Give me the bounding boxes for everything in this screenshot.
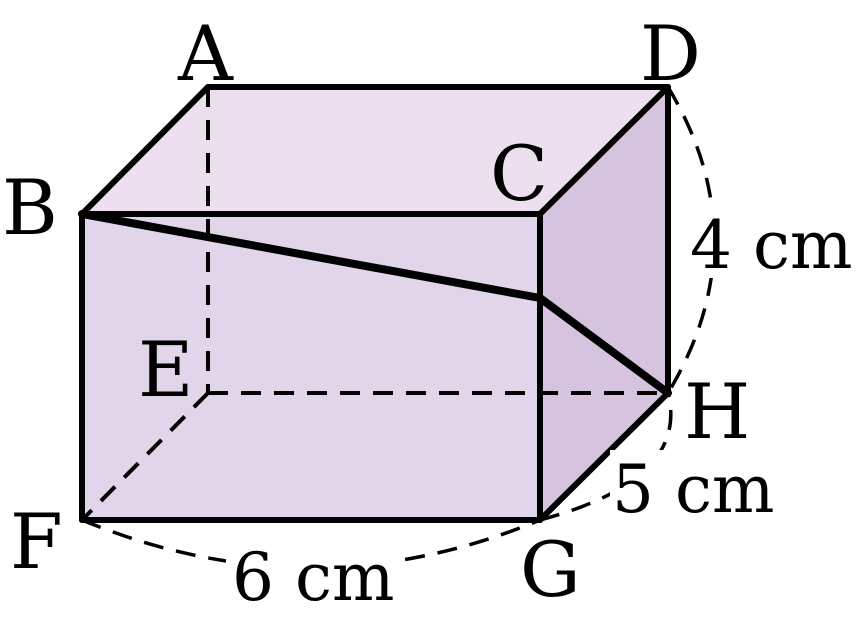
length-label: 6 cm <box>232 539 395 616</box>
vertex-label-b: B <box>2 163 58 252</box>
depth-label: 5 cm <box>612 451 775 528</box>
top-face <box>82 87 668 214</box>
vertex-label-e: E <box>138 325 193 414</box>
edge-ab <box>79 84 211 217</box>
vertex-label-f: F <box>10 497 63 586</box>
height-label: 4 cm <box>690 207 853 284</box>
depth-dimension-arc <box>539 392 673 522</box>
hidden-edge-ef <box>80 391 210 522</box>
right-face <box>540 87 668 520</box>
edge-dc <box>537 84 671 217</box>
length-label-bg <box>226 538 404 610</box>
depth-label-bg <box>610 450 782 522</box>
height-label-bg <box>686 206 858 278</box>
height-dimension-arc <box>666 86 716 394</box>
shortest-path-line <box>78 210 672 397</box>
vertex-label-d: D <box>640 9 701 98</box>
edge-gh <box>537 390 671 523</box>
vertex-label-g: G <box>520 525 581 614</box>
front-face <box>82 214 540 520</box>
vertex-label-h: H <box>684 367 750 456</box>
vertex-label-a: A <box>177 9 234 98</box>
vertex-label-c: C <box>490 129 548 218</box>
